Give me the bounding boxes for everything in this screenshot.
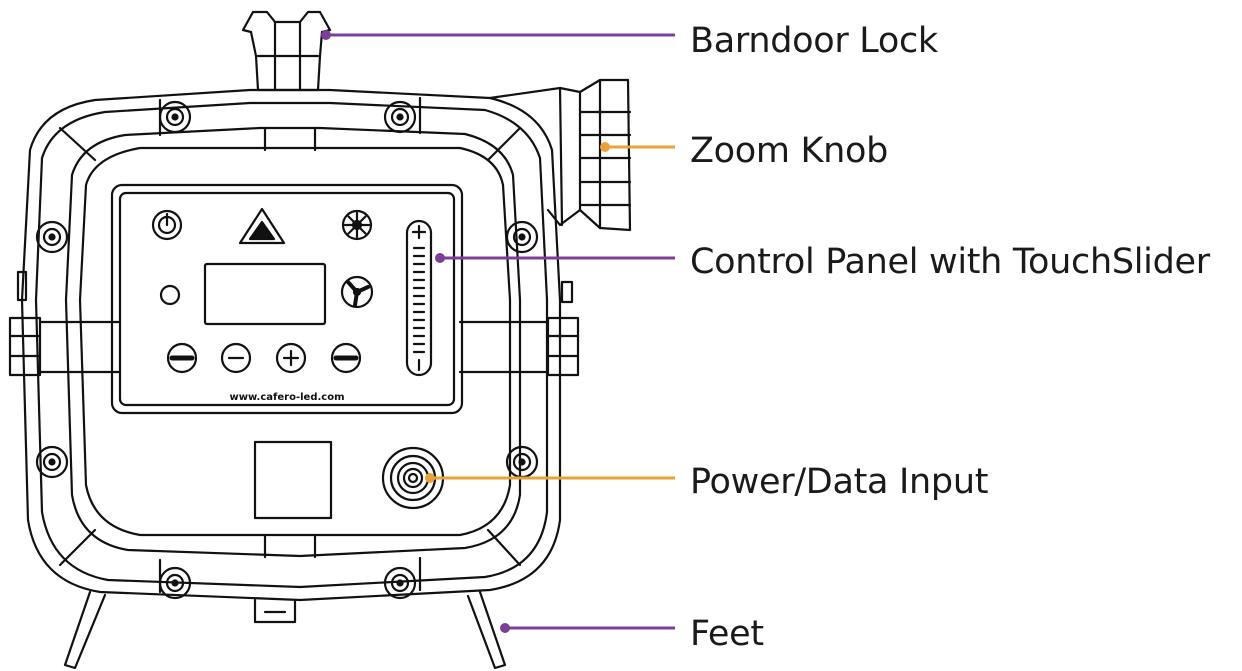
label-barndoor-lock: Barndoor Lock <box>690 21 938 61</box>
display-screen <box>203 262 327 326</box>
label-plate <box>253 440 333 520</box>
plus-button <box>275 342 307 374</box>
barndoor-lock <box>241 10 332 92</box>
callout-dots <box>321 30 510 633</box>
status-led <box>159 284 181 306</box>
triangle-logo-icon <box>238 207 286 245</box>
panel-url: www.cafero-led.com <box>229 392 344 403</box>
power-icon <box>151 209 183 241</box>
minus-button <box>220 342 252 374</box>
screws <box>35 100 539 600</box>
dash-button-left <box>166 342 198 374</box>
label-control-panel: Control Panel with TouchSlider <box>690 242 1210 282</box>
control-panel <box>110 183 464 415</box>
zoom-knob <box>488 78 632 232</box>
label-feet: Feet <box>690 614 764 654</box>
fan-icon <box>340 275 374 309</box>
light-burst-icon <box>341 209 373 241</box>
callout-lines <box>326 33 675 630</box>
label-power-data-input: Power/Data Input <box>690 462 989 502</box>
feet <box>63 590 507 670</box>
label-zoom-knob: Zoom Knob <box>690 131 889 171</box>
dash-button-right <box>330 342 362 374</box>
touch-slider <box>405 219 433 377</box>
